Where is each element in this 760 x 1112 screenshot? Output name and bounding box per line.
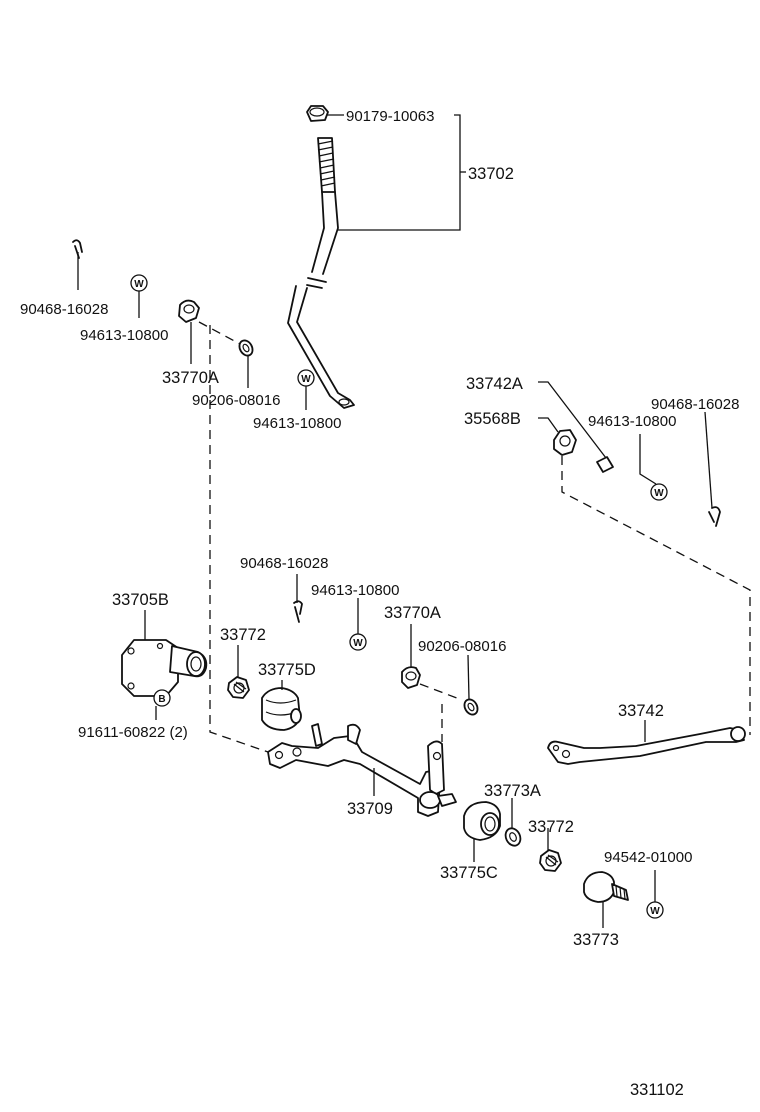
lever-rod-lower	[287, 285, 355, 409]
washer-part	[504, 827, 522, 847]
bushing-part	[178, 299, 200, 323]
bolt-symbol-icon: B	[153, 689, 171, 707]
label-90468-16028: 90468-16028	[20, 301, 108, 318]
svg-text:W: W	[134, 279, 144, 290]
nut-part	[539, 849, 562, 872]
lever-bracket-part	[267, 723, 457, 817]
label-33709: 33709	[347, 800, 393, 818]
label-94613-10800: 94613-10800	[80, 327, 168, 344]
label-94542-01000: 94542-01000	[604, 849, 692, 866]
linkage-rod-part	[547, 726, 746, 765]
bushing-part	[401, 666, 421, 689]
figure-number: 331102	[630, 1081, 684, 1099]
lever-nut-part	[306, 105, 329, 122]
label-33772: 33772	[220, 626, 266, 644]
svg-text:W: W	[654, 488, 664, 499]
bushing-part	[553, 429, 577, 456]
pin-part	[596, 456, 614, 473]
svg-text:B: B	[158, 694, 165, 705]
lever-break-mark	[306, 277, 327, 289]
label-90206-08016: 90206-08016	[418, 638, 506, 655]
label-35568B: 35568B	[464, 410, 521, 428]
label-91611-60822: 91611-60822 (2)	[78, 724, 188, 741]
label-33772: 33772	[528, 818, 574, 836]
svg-text:W: W	[353, 638, 363, 649]
label-90468-16028: 90468-16028	[240, 555, 328, 572]
label-33770A: 33770A	[162, 369, 219, 387]
assembly-dashed-lines	[198, 321, 751, 753]
washer-symbol-icon: W	[646, 901, 664, 919]
part-labels: 90179-10063 33702 90468-16028 94613-1080…	[20, 108, 739, 949]
shift-lever-assembly	[287, 105, 355, 409]
label-33702: 33702	[468, 165, 514, 183]
washer-symbol-icon: W	[297, 369, 315, 387]
cotter-pin-part	[293, 600, 303, 623]
nut-part	[227, 676, 250, 699]
washer-symbol-icon: W	[349, 633, 367, 651]
lever-thread-part	[317, 137, 336, 193]
label-33775C: 33775C	[440, 864, 498, 882]
label-94613-10800: 94613-10800	[311, 582, 399, 599]
label-33742A: 33742A	[466, 375, 523, 393]
label-90179-10063: 90179-10063	[346, 108, 434, 125]
washer-part	[463, 698, 479, 716]
svg-text:W: W	[301, 374, 311, 385]
label-33705B: 33705B	[112, 591, 169, 609]
lever-rod-upper	[311, 191, 339, 275]
washer-part	[238, 339, 254, 357]
cotter-pin-part	[708, 506, 721, 527]
label-90468-16028: 90468-16028	[651, 396, 739, 413]
bracket-part	[121, 639, 208, 697]
svg-text:W: W	[650, 906, 660, 917]
label-94613-10800: 94613-10800	[588, 413, 676, 430]
stopper-part	[583, 871, 629, 903]
washer-symbol-icon: W	[650, 483, 668, 501]
washer-symbol-icon: W	[130, 274, 148, 292]
label-90206-08016: 90206-08016	[192, 392, 280, 409]
cushion-part	[463, 801, 501, 841]
label-33775D: 33775D	[258, 661, 316, 679]
label-33742: 33742	[618, 702, 664, 720]
label-33773: 33773	[573, 931, 619, 949]
cushion-part	[261, 687, 302, 731]
label-33770A: 33770A	[384, 604, 441, 622]
leader-lines	[77, 114, 713, 928]
label-94613-10800: 94613-10800	[253, 415, 341, 432]
label-33773A: 33773A	[484, 782, 541, 800]
